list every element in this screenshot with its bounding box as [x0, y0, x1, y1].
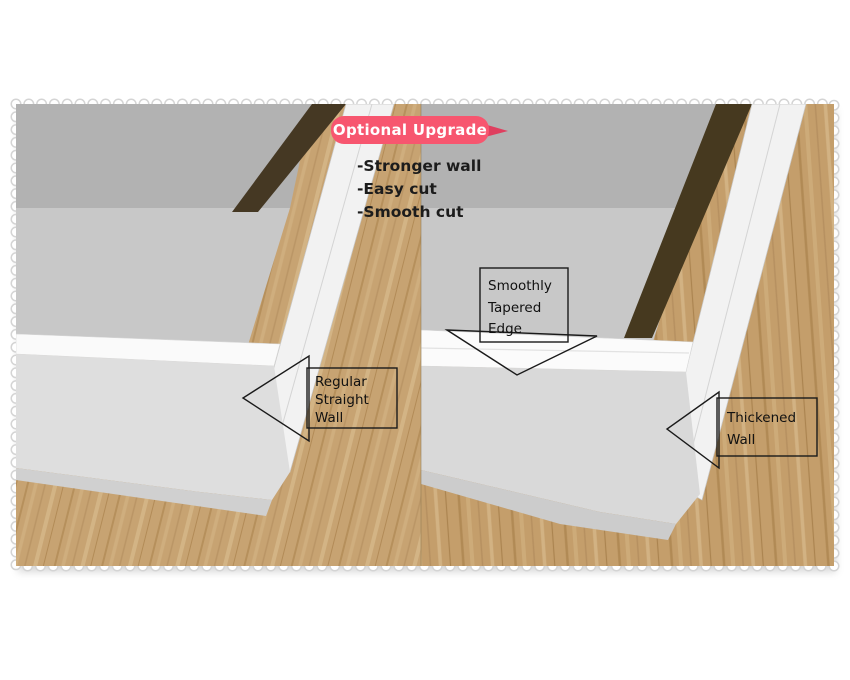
regular-wall-label-line-2: Straight: [315, 392, 369, 408]
left-arrow-icon-2: [665, 390, 720, 470]
tapered-edge-callout: Smoothly Tapered Edge: [444, 267, 598, 376]
right-box-outer-wall: [421, 366, 700, 524]
tapered-edge-label-line-3: Edge: [488, 321, 522, 337]
tapered-edge-label-line-2: Tapered: [487, 300, 541, 316]
left-box-floor: [16, 208, 290, 345]
tapered-edge-label-line-1: Smoothly: [488, 278, 552, 294]
left-box-outer-wall: [16, 354, 290, 500]
tapered-edge-label-box: [479, 267, 569, 343]
feature-line-2: -Easy cut: [357, 180, 437, 198]
thickened-wall-callout: Thickened Wall: [665, 390, 818, 470]
feature-line-3: -Smooth cut: [357, 203, 464, 221]
thickened-wall-label-line-2: Wall: [727, 432, 755, 448]
right-box-taper-line: [421, 347, 690, 354]
regular-wall-label-box: [306, 367, 398, 429]
right-panel: [421, 104, 834, 566]
regular-wall-label-line-1: Regular: [315, 374, 367, 390]
optional-upgrade-banner: [331, 116, 489, 144]
regular-wall-label-line-3: Wall: [315, 410, 343, 426]
left-box-side-wall-edge: [271, 104, 373, 463]
left-box-chamfer: [16, 468, 272, 516]
regular-wall-callout: Regular Straight Wall: [241, 354, 398, 443]
down-arrow-icon: [444, 329, 598, 376]
feature-list: -Stronger wall -Easy cut -Smooth cut: [357, 157, 481, 221]
thickened-wall-label-box: [716, 397, 818, 457]
right-box-floor: [421, 208, 694, 345]
right-box-chamfer: [421, 470, 676, 540]
left-box-dark-gap: [232, 104, 346, 212]
left-box-inner-wall: [16, 104, 312, 208]
left-arrow-icon: [241, 354, 310, 443]
banner-label: Optional Upgrade: [333, 121, 487, 139]
right-box-side-wall-edge: [681, 104, 781, 489]
feature-line-1: -Stronger wall: [357, 157, 481, 175]
right-box-dark-gap: [624, 104, 752, 338]
left-panel: [16, 104, 421, 566]
thickened-wall-label-line-1: Thickened: [726, 410, 796, 426]
